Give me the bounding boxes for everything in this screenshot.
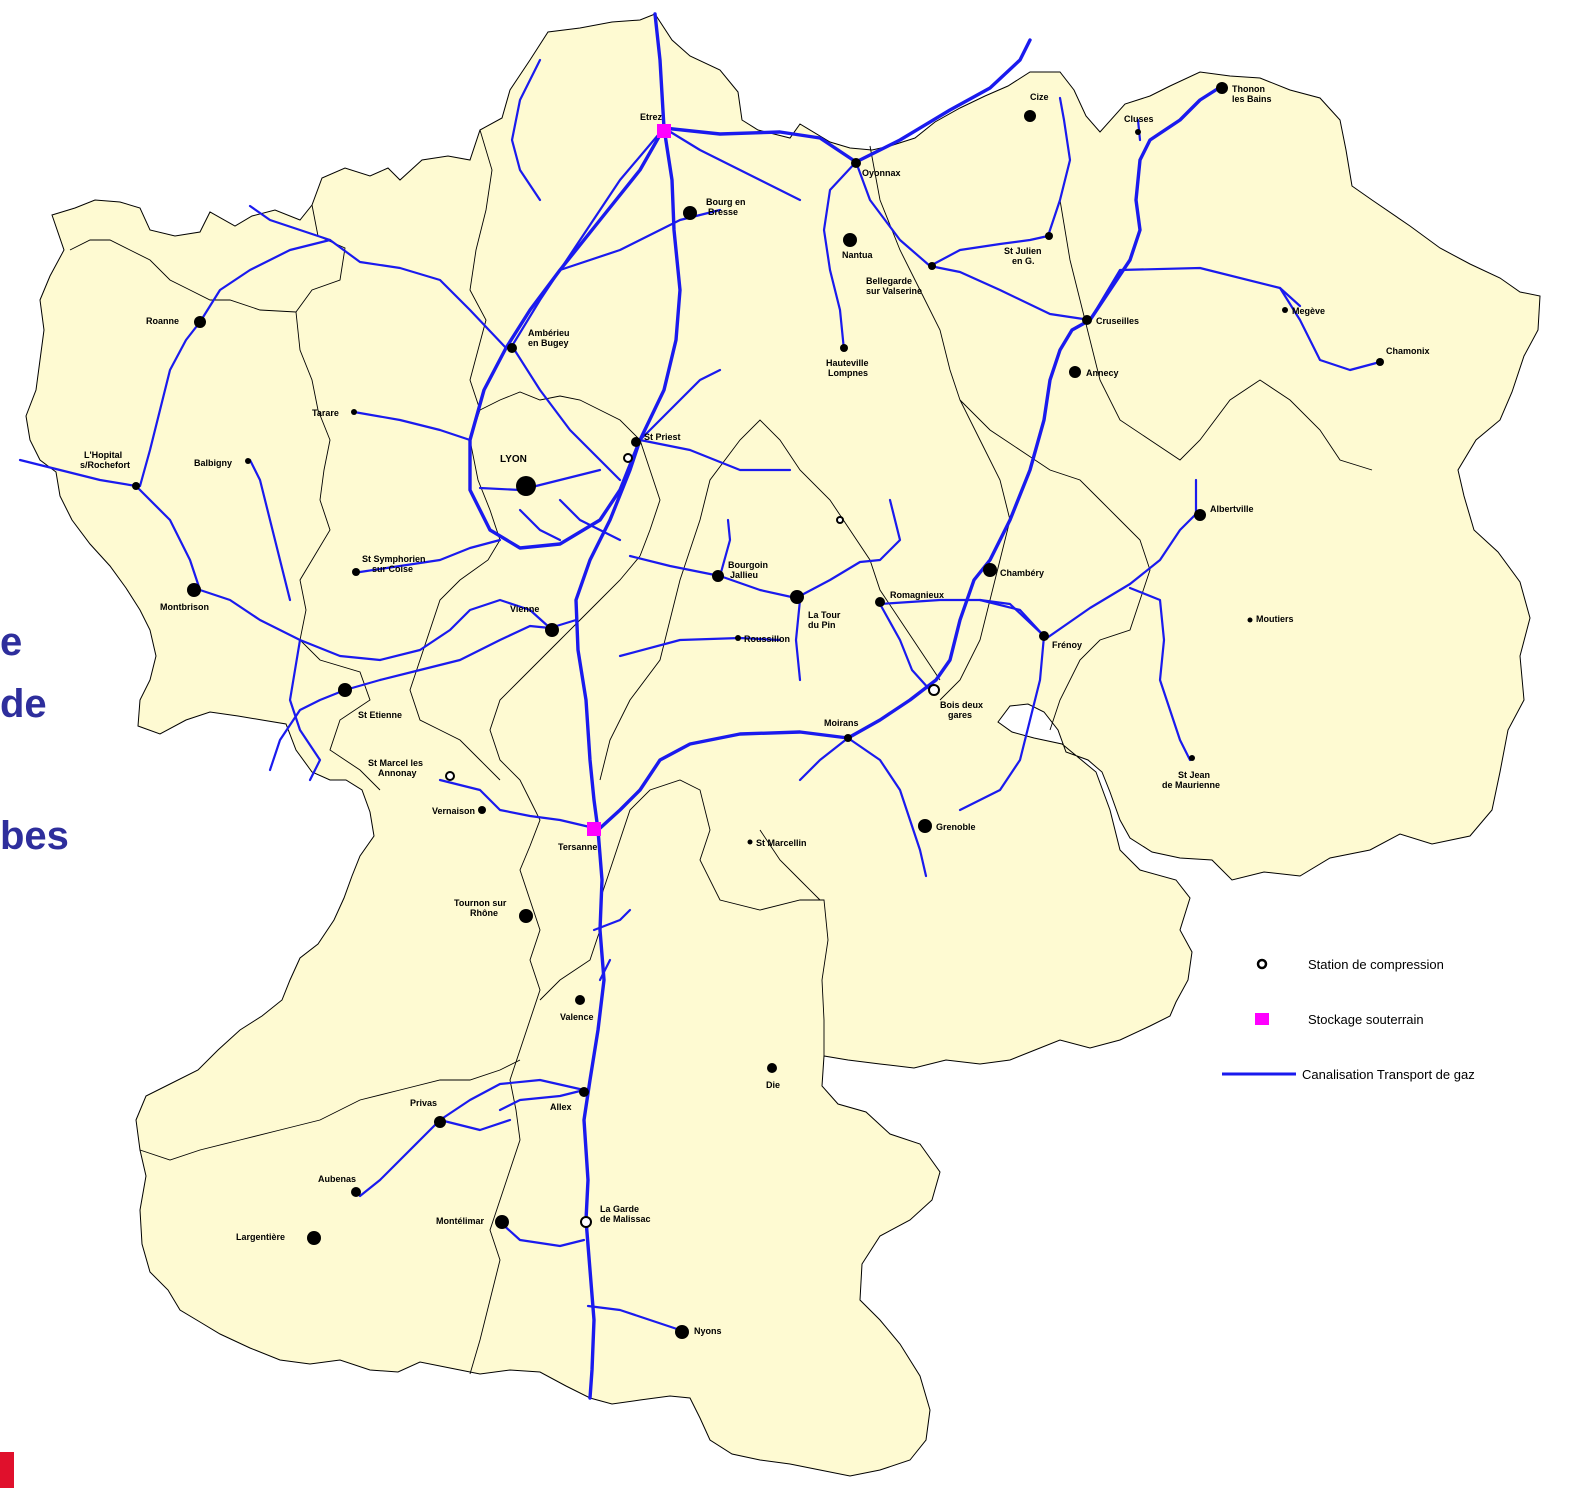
label-roanne: Roanne [146,316,179,326]
side-text-fragment-1: e [0,620,23,664]
label-cluses: Cluses [1124,114,1154,124]
label-valence: Valence [560,1012,594,1022]
department-boundaries [69,129,1373,1375]
label-romagnieux: Romagnieux [890,590,944,600]
label-hauteville-2: Lompnes [828,368,868,378]
storage-tersanne [587,822,601,836]
label-saint-priest: St Priest [644,432,681,442]
pipeline-trunk-north-south [574,12,682,1400]
label-bellegarde-2: sur Valserine [866,286,922,296]
label-allex: Allex [550,1102,572,1112]
label-beauvoir-2: gares [948,710,972,720]
label-stsymphorien-2: sur Coise [372,564,413,574]
legend-compression-label: Station de compression [1308,957,1444,972]
label-chambery: Chambéry [1000,568,1044,578]
label-stjean-1: St Jean [1178,770,1210,780]
label-vienne: Vienne [510,604,539,614]
label-roussillon: Roussillon [744,634,790,644]
label-bourg-1: Bourg en [706,197,746,207]
label-largentiere: Largentière [236,1232,285,1242]
label-lagarde-2: de Malissac [600,1214,651,1224]
storage-markers [587,124,671,836]
label-bellegarde-1: Bellegarde [866,276,912,286]
city-labels: Etrez Bourg en Bresse Oyonnax Cize Thono… [80,84,1430,1336]
label-balbigny: Balbigny [194,458,232,468]
label-moirans: Moirans [824,718,859,728]
label-vernaison: Vernaison [432,806,475,816]
label-frenoy: Frénoy [1052,640,1082,650]
legend-storage-label: Stockage souterrain [1308,1012,1424,1027]
label-lhopital-1: L'Hopital [84,450,122,460]
label-tarare: Tarare [312,408,339,418]
label-stsymphorien-1: St Symphorien [362,554,426,564]
legend-storage-symbol [1255,1013,1269,1025]
label-stmarcel-1: St Marcel les [368,758,423,768]
label-latour-2: du Pin [808,620,836,630]
legend-compression-symbol [1256,958,1268,970]
label-grenoble: Grenoble [936,822,976,832]
label-albertville: Albertville [1210,504,1254,514]
label-amberieu-1: Ambérieu [528,328,570,338]
label-stmarcel-2: Annonay [378,768,417,778]
label-bourgoin-2: Jallieu [730,570,758,580]
label-beauvoir-1: Bois deux [940,700,983,710]
label-nyons: Nyons [694,1326,722,1336]
label-die: Die [766,1080,780,1090]
label-thonon-2: les Bains [1232,94,1272,104]
label-montbrison: Montbrison [160,602,209,612]
label-hauteville-1: Hauteville [826,358,869,368]
slide-corner-mark [0,1452,14,1488]
label-privas: Privas [410,1098,437,1108]
label-chamonix: Chamonix [1386,346,1430,356]
label-moutiers: Moutiers [1256,614,1294,624]
side-text-fragment-2: de [0,682,47,726]
region-land [25,13,1541,1477]
label-tersanne: Tersanne [558,842,597,852]
legend: Station de compression Stockage souterra… [1222,957,1475,1082]
label-latour-1: La Tour [808,610,841,620]
region-outline [25,13,1541,1477]
label-montelimar: Montélimar [436,1216,485,1226]
label-annecy: Annecy [1086,368,1119,378]
label-lyon: LYON [500,454,527,465]
label-lagarde-1: La Garde [600,1204,639,1214]
label-stjulien-2: en G. [1012,256,1035,266]
label-tournon-2: Rhône [470,908,498,918]
legend-pipeline-label: Canalisation Transport de gaz [1302,1067,1475,1082]
label-stmarcellin: St Marcellin [756,838,807,848]
pipelines [18,12,1382,1400]
label-thonon-1: Thonon [1232,84,1265,94]
label-aubenas: Aubenas [318,1174,356,1184]
side-text-fragment-3: bes [0,814,69,858]
label-stjulien-1: St Julien [1004,246,1042,256]
label-stetienne: St Etienne [358,710,402,720]
label-oyonnax: Oyonnax [862,168,901,178]
compression-stations [445,453,940,1228]
label-tournon-1: Tournon sur [454,898,507,908]
storage-etrez [657,124,671,138]
label-megeve: Megève [1292,306,1325,316]
label-bourg-2: Bresse [708,207,738,217]
label-bourgoin-1: Bourgoin [728,560,768,570]
city-markers [132,82,1384,1339]
label-nantua: Nantua [842,250,873,260]
label-cruseilles: Cruseilles [1096,316,1139,326]
label-cize: Cize [1030,92,1049,102]
label-lhopital-2: s/Rochefort [80,460,130,470]
label-etrez: Etrez [640,112,663,122]
label-amberieu-2: en Bugey [528,338,569,348]
label-stjean-2: de Maurienne [1162,780,1220,790]
